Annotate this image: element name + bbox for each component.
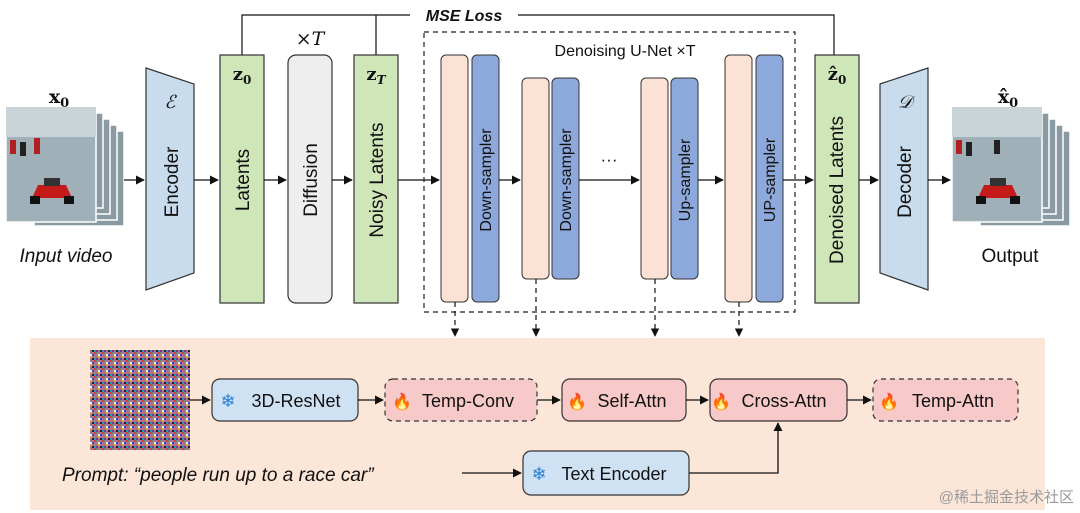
fire-icon: 🔥 — [711, 392, 731, 411]
denoised-subscript: 0 — [838, 73, 846, 87]
output-symbol: x̂ — [998, 86, 1010, 108]
diffusion-label: Diffusion — [301, 143, 322, 217]
module-self-attn: 🔥 Self-Attn — [561, 378, 687, 422]
output-video-stack — [951, 106, 1071, 227]
latents-symbol: z — [233, 64, 243, 85]
noisy-latents-symbol: z — [366, 64, 376, 85]
module-cross-attn: 🔥 Cross-Attn — [709, 378, 848, 422]
module-cross-attn-label: Cross-Attn — [741, 391, 826, 411]
svg-text:x̂0: x̂0 — [998, 86, 1018, 111]
unet-block-4: UP-sampler — [724, 54, 784, 303]
input-subscript: 0 — [60, 96, 69, 111]
noisy-latents-subscript: T — [377, 73, 387, 87]
unet-block-4-label: UP-sampler — [762, 137, 779, 222]
mse-loss-connector: MSE Loss — [241, 8, 835, 55]
unet-title: Denoising U-Net ×T — [555, 43, 696, 60]
unet-block-3-label: Up-sampler — [677, 138, 694, 221]
decoder-label: Decoder — [895, 145, 916, 217]
watermark: @稀土掘金技术社区 — [939, 489, 1074, 506]
svg-text:zT: zT — [366, 64, 386, 87]
diffusion-repeat: ×T — [296, 28, 326, 50]
latents-label: Latents — [233, 149, 254, 211]
module-3d-resnet-label: 3D-ResNet — [251, 391, 340, 411]
unet-block-2-label: Down-sampler — [558, 128, 575, 232]
input-symbol: x — [49, 86, 61, 108]
prompt-text: Prompt: “people run up to a race car” — [62, 465, 375, 486]
latents-block — [219, 54, 265, 304]
unet-block-3: Up-sampler — [640, 77, 699, 280]
module-3d-resnet: ❄ 3D-ResNet — [211, 378, 359, 422]
snowflake-icon: ❄ — [220, 391, 235, 411]
noise-image — [90, 350, 190, 450]
text-encoder-block: ❄ Text Encoder — [522, 450, 690, 496]
module-temp-conv: 🔥 Temp-Conv — [384, 378, 538, 422]
input-caption: Input video — [20, 246, 113, 267]
noisy-latents-label: Noisy Latents — [367, 122, 388, 237]
snowflake-icon: ❄ — [531, 464, 546, 484]
text-encoder-label: Text Encoder — [561, 464, 666, 484]
unet-container — [423, 31, 796, 313]
module-temp-attn-label: Temp-Attn — [912, 391, 994, 411]
module-temp-conv-label: Temp-Conv — [422, 391, 514, 411]
denoised-symbol: ẑ — [828, 64, 838, 85]
diffusion-block — [287, 54, 333, 304]
denoised-latents-block — [814, 54, 860, 304]
output-caption: Output — [981, 246, 1039, 267]
svg-text:z0: z0 — [233, 64, 252, 87]
unet-block-2: Down-sampler — [521, 77, 580, 280]
detail-drop-arrows — [450, 279, 744, 337]
fire-icon: 🔥 — [879, 392, 899, 411]
module-self-attn-label: Self-Attn — [597, 391, 666, 411]
encoder-block — [145, 67, 195, 291]
output-subscript: 0 — [1009, 96, 1018, 111]
decoder-symbol: 𝒟 — [898, 92, 916, 113]
unet-ellipsis: ··· — [601, 150, 618, 169]
encoder-label: Encoder — [162, 146, 183, 217]
svg-text:ẑ0: ẑ0 — [828, 64, 847, 87]
module-temp-attn: 🔥 Temp-Attn — [872, 378, 1019, 422]
mse-loss-label: MSE Loss — [426, 8, 503, 25]
fire-icon: 🔥 — [567, 392, 587, 411]
latents-subscript: 0 — [243, 73, 251, 87]
output-frame-image — [951, 106, 1043, 223]
module-arrows — [190, 395, 872, 478]
noisy-latents-block — [353, 54, 399, 304]
unet-block-1: Down-sampler — [440, 54, 500, 303]
unet-block-1-label: Down-sampler — [478, 128, 495, 232]
input-video-stack — [5, 106, 125, 227]
encoder-symbol: ℰ — [165, 92, 178, 113]
svg-text:x0: x0 — [49, 86, 69, 111]
decoder-block — [879, 67, 929, 291]
input-frame-image — [5, 106, 97, 223]
denoised-latents-label: Denoised Latents — [827, 116, 848, 264]
fire-icon: 🔥 — [392, 392, 412, 411]
